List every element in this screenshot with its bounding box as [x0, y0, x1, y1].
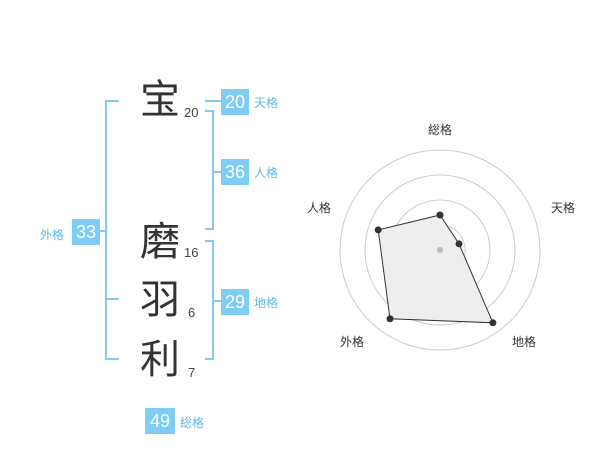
soukaku-value: 49: [145, 408, 175, 434]
chikaku-bracket-top: [205, 240, 214, 242]
fortune-radar-chart: 総格 天格 地格 外格 人格: [307, 122, 575, 351]
chikaku-bracket-bottom: [205, 358, 214, 360]
jinkaku-label: 人格: [254, 166, 279, 180]
radar-point-1: [436, 211, 444, 219]
tenkaku-label: 天格: [254, 96, 279, 110]
radar-axis-label-tenkaku: 天格: [551, 200, 575, 215]
name-char-4: 利: [140, 337, 180, 383]
name-char-3-strokes: 6: [188, 305, 196, 320]
chikaku-value: 29: [221, 289, 249, 315]
radar-shape: [377, 214, 494, 324]
radar-point-4: [386, 315, 394, 323]
radar-ring-3: [364, 174, 516, 326]
radar-axis-label-chikaku: 地格: [512, 334, 536, 349]
soukaku-label: 総格: [180, 416, 205, 430]
gaikaku-bracket-top: [105, 100, 119, 102]
jinkaku-value: 36: [221, 159, 249, 185]
name-char-2-strokes: 16: [184, 245, 199, 260]
gaikaku-bracket-vertical: [105, 100, 107, 360]
radar-ring-4: [339, 149, 541, 351]
tenkaku-value: 20: [221, 89, 249, 115]
gaikaku-label: 外格: [40, 228, 65, 242]
radar-point-3: [489, 319, 497, 327]
name-char-4-strokes: 7: [188, 365, 196, 380]
radar-axis-label-soukaku: 総格: [428, 122, 452, 137]
jinkaku-bracket-bottom: [205, 228, 214, 230]
gaikaku-connector: [100, 230, 106, 232]
chikaku-label: 地格: [254, 296, 279, 310]
gaikaku-bracket-mid: [105, 298, 119, 300]
jinkaku-bracket-vertical: [212, 110, 214, 230]
jinkaku-bracket-top: [205, 110, 214, 112]
radar-point-2: [455, 240, 463, 248]
tenkaku-connector: [205, 100, 221, 102]
radar-axis-label-gaikaku: 外格: [340, 334, 364, 349]
jinkaku-connector: [212, 171, 221, 173]
gaikaku-bracket-bottom: [105, 358, 119, 360]
name-char-3: 羽: [140, 277, 180, 323]
gaikaku-value: 33: [72, 219, 100, 245]
radar-axis-label-jinkaku: 人格: [307, 200, 331, 215]
radar-center: [437, 247, 443, 253]
radar-point-5: [374, 226, 382, 234]
name-char-2: 磨: [140, 219, 180, 265]
name-char-1-strokes: 20: [184, 105, 199, 120]
chikaku-connector: [212, 300, 221, 302]
name-char-1: 宝: [140, 77, 180, 123]
